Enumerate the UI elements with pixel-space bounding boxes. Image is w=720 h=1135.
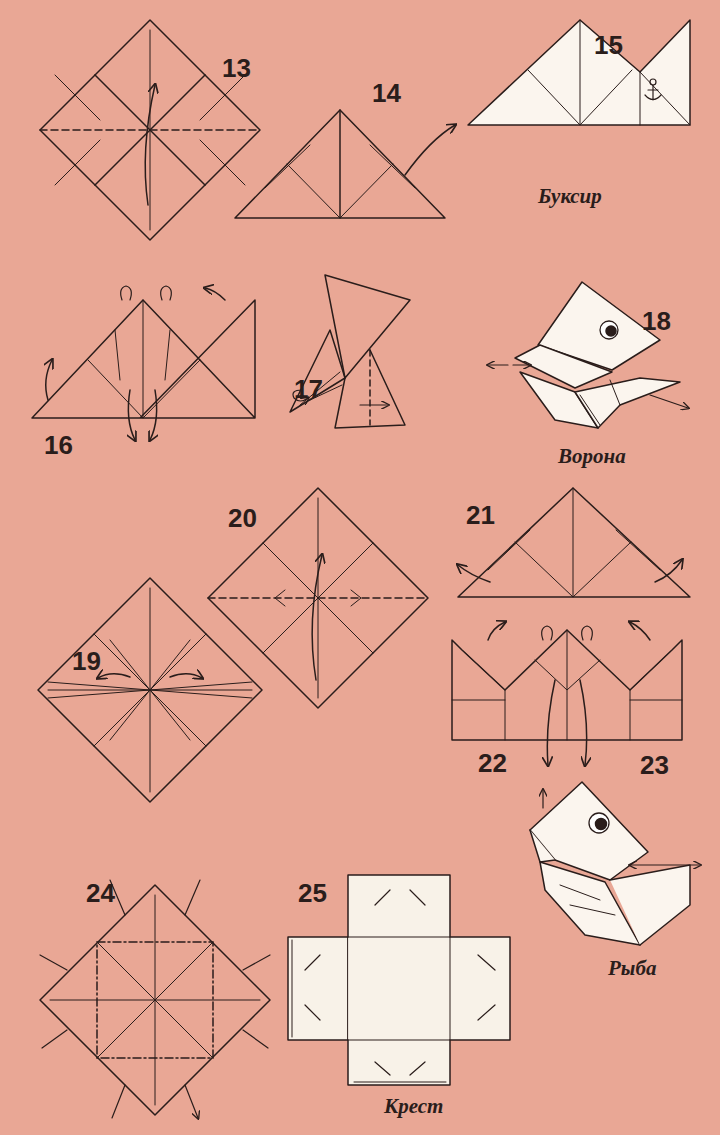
step-25-cross [288,875,510,1085]
step-19 [38,578,262,802]
model-name: Крест [384,1096,443,1117]
step-number: 19 [72,648,101,674]
step-number: 22 [478,750,507,776]
step-number: 16 [44,432,73,458]
step-22 [452,622,682,765]
model-name: Рыба [608,958,656,979]
step-number: 25 [298,880,327,906]
step-18-crow [488,282,688,428]
model-name: Ворона [558,446,626,467]
step-number: 23 [640,752,669,778]
step-number: 15 [594,32,623,58]
step-21 [458,488,690,597]
step-number: 24 [86,880,115,906]
step-16 [32,286,255,440]
model-name: Буксир [538,186,602,207]
step-23-fish [530,782,700,945]
step-20 [208,488,428,708]
step-number: 20 [228,505,257,531]
step-number: 18 [642,308,671,334]
step-number: 14 [372,80,401,106]
step-13 [40,20,260,240]
step-number: 21 [466,502,495,528]
step-17 [290,275,410,428]
step-number: 17 [294,376,323,402]
step-15-tug [468,20,690,125]
step-24 [40,880,270,1118]
step-number: 13 [222,55,251,81]
step-14 [235,110,455,218]
